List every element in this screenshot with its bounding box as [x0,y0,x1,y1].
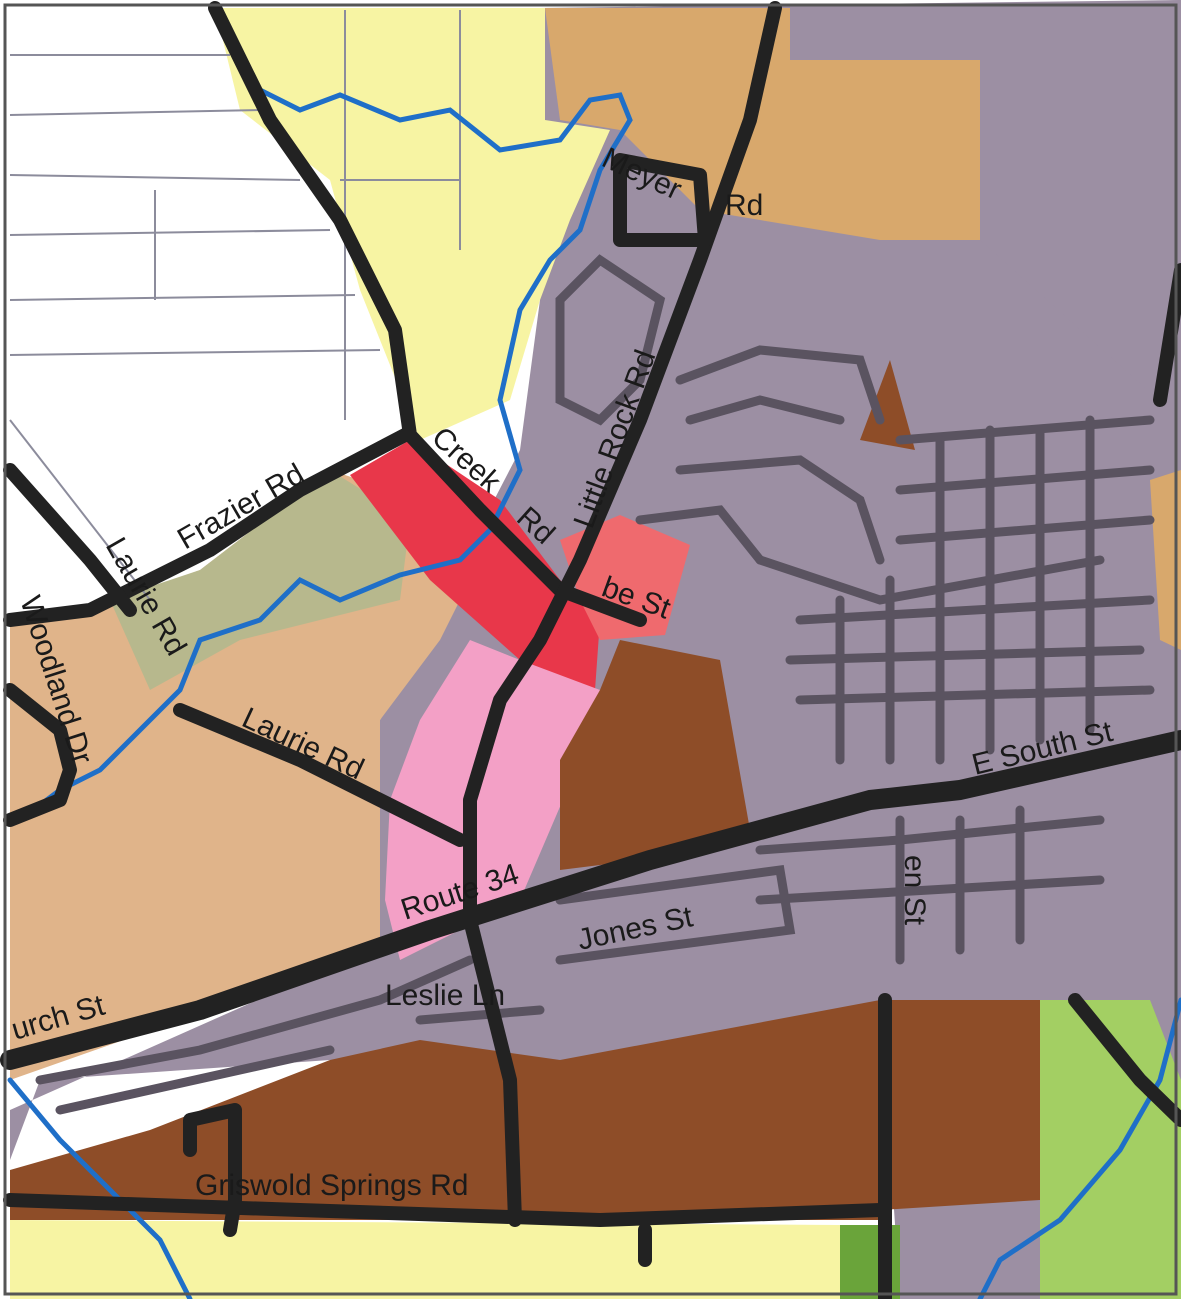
local-street [755,555,1105,605]
industrial-area-south [10,1000,880,1220]
parcel-line [9,174,301,181]
local-street [785,645,1145,665]
parcel-line [9,229,331,236]
parcel-lines [9,10,461,601]
parcel-line [9,349,381,356]
industrial-area-center [560,640,750,870]
road-griswold-hook [183,1103,242,1237]
local-street [55,1045,335,1115]
road-laurie-rd-diag [3,463,137,617]
local-street [675,345,885,425]
local-street [415,1005,545,1025]
parcel-line [9,419,151,601]
commercial-area-red [350,440,600,690]
vacant-area-yellow-south [10,1220,840,1299]
road-woodland-dr [3,683,77,827]
park-area-green [1040,1000,1181,1299]
local-street [35,955,475,1085]
road-creek-rd [208,1,647,627]
industrial-area-southeast [880,1000,1040,1210]
local-street [555,864,796,965]
parcel-line [9,294,356,301]
mixed-use-pink [385,640,600,960]
parcel-line [9,109,261,116]
road-laurie-rd [173,703,467,847]
local-street [675,455,885,565]
creek [17,87,633,823]
local-street [755,875,1105,905]
label-griswold-springs-rd: Griswold Springs Rd [195,1169,468,1202]
label-meyer-rd-b: Rd [725,189,763,222]
vacant-area-yellow [215,8,610,440]
road-meyer-rd [613,153,712,247]
local-street [685,395,845,425]
commercial-area-east [1150,470,1181,650]
residential-area-top-right [980,0,1181,420]
industrial-area-spire [860,360,915,450]
road-southeast [1068,993,1181,1127]
agricultural-area-top [545,8,980,240]
road-griswold-springs-rd [3,1193,887,1227]
label-en-st: en St [898,855,931,926]
local-streets [35,254,1155,1115]
open-space-sage [110,470,410,690]
creek [977,997,1181,1299]
local-street [635,505,765,565]
road-route-34 [0,730,1181,1070]
road-frazier-rd [3,428,412,627]
local-street [555,254,666,426]
label-leslie-ln: Leslie Ln [385,979,505,1012]
map-frame [3,3,1178,1296]
